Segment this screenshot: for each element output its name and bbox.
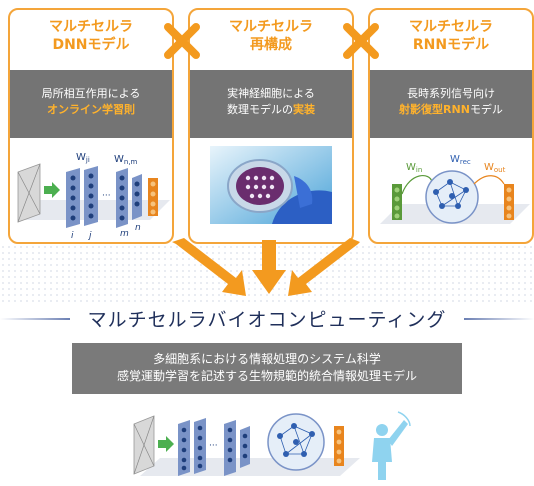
summary-line1: 多細胞系における情報処理のシステム科学 — [153, 352, 381, 366]
dnn-nodes — [70, 173, 140, 221]
output-column — [334, 426, 344, 466]
main-title: マルチセルラバイオコンピューティング — [87, 309, 447, 331]
label-wji: Wji — [76, 152, 90, 164]
band-line1: 局所相互作用による — [41, 87, 141, 100]
combined-illustration: ··· — [133, 411, 411, 480]
summary-line2: 感覚運動学習を記述する生物規範的統合情報処理モデル — [116, 369, 417, 383]
green-arrow — [44, 182, 60, 198]
human-figure-icon — [372, 411, 411, 480]
cross-icon — [343, 23, 379, 59]
output-column — [148, 178, 158, 216]
band-line1: 長時系列信号向け — [407, 87, 495, 100]
cell-culture-photo — [210, 146, 332, 224]
band-line1: 実神経細胞による — [227, 87, 315, 100]
band-line2: オンライン学習則 — [47, 103, 135, 116]
label-j: j — [87, 231, 92, 241]
panel-title: マルチセルラ RNNモデル — [409, 19, 493, 53]
svg-text:···: ··· — [209, 441, 218, 451]
band-line2: 射影復型RNNモデル — [399, 103, 503, 116]
label-win: Win — [406, 162, 422, 174]
panel-band: 実神経細胞による 数理モデルの実装 — [190, 70, 352, 138]
panel-band: 局所相互作用による オンライン学習則 — [10, 70, 172, 138]
rnn-illustration: Win Wrec Wout — [380, 154, 530, 224]
title-line-left — [0, 318, 70, 320]
input-image — [17, 163, 41, 223]
arrow-down-icon — [252, 240, 286, 294]
panel-rnn: マルチセルラ RNNモデル 長時系列信号向け 射影復型RNNモデル Win Wr… — [368, 8, 534, 244]
arrow-left-icon — [172, 238, 246, 296]
input-image — [133, 415, 155, 475]
converging-arrows — [172, 238, 360, 296]
title-line-right — [464, 318, 534, 320]
summary-band: 多細胞系における情報処理のシステム科学 感覚運動学習を記述する生物規範的統合情報… — [72, 343, 462, 394]
label-wrec: Wrec — [450, 154, 471, 166]
panel-title: マルチセルラ DNNモデル — [49, 19, 133, 53]
label-wout: Wout — [484, 162, 506, 174]
label-wnm: Wn,m — [114, 154, 138, 166]
label-n: n — [135, 223, 141, 233]
panel-title: マルチセルラ 再構成 — [229, 19, 313, 53]
input-column — [392, 184, 402, 220]
arrow-right-icon — [288, 238, 360, 296]
panel-reconstruction: マルチセルラ 再構成 実神経細胞による 数理モデルの実装 — [188, 8, 354, 244]
panel-band: 長時系列信号向け 射影復型RNNモデル — [370, 70, 532, 138]
band-line2: 数理モデルの実装 — [227, 103, 315, 116]
label-m: m — [120, 229, 129, 239]
green-arrow — [158, 436, 174, 452]
label-i: i — [71, 231, 74, 241]
cross-icon — [164, 23, 200, 59]
output-column — [504, 184, 514, 220]
panel-dnn: マルチセルラ DNNモデル 局所相互作用による オンライン学習則 ··· — [8, 8, 174, 244]
svg-text:···: ··· — [102, 191, 111, 201]
dnn-illustration: ··· Wji Wn,m i j m n — [17, 152, 170, 241]
